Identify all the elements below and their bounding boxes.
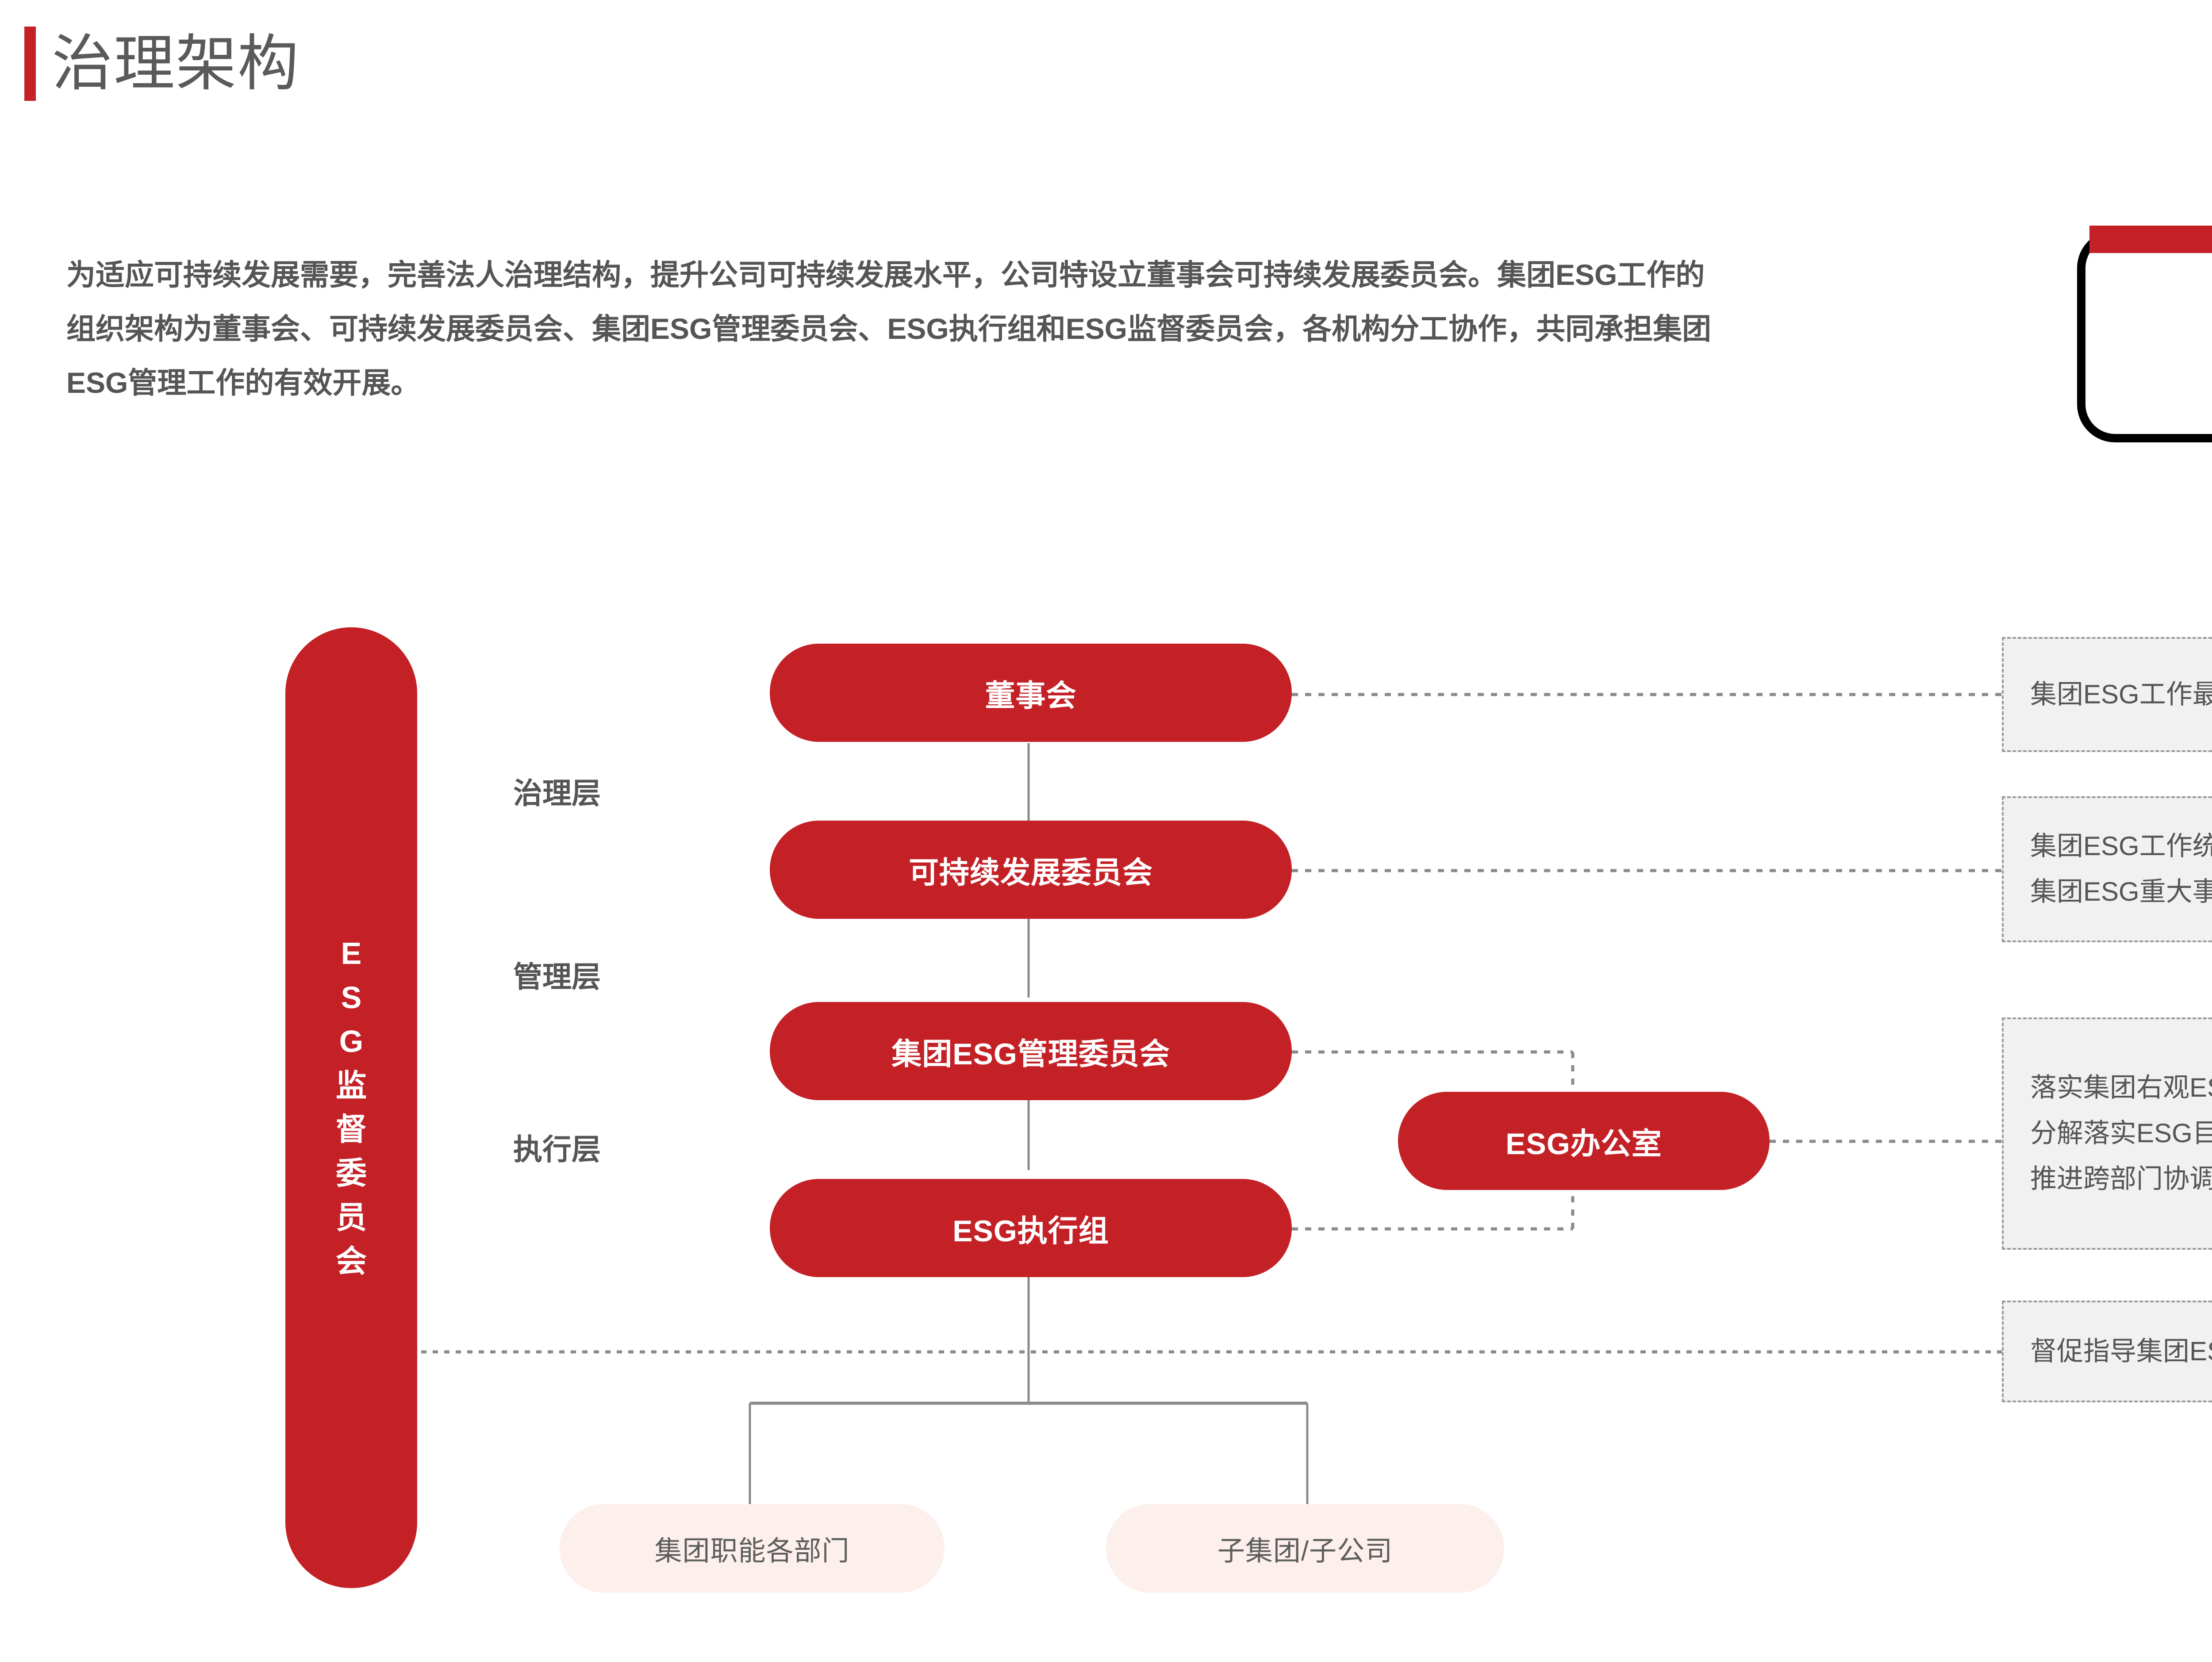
layer-label-management: 管理层 bbox=[513, 960, 601, 993]
layer-label-execution: 执行层 bbox=[513, 1133, 601, 1166]
node-group-functional-departments-label: 集团职能各部门 bbox=[654, 1536, 850, 1566]
page-title-block: 治理架构 bbox=[24, 27, 300, 101]
description-box-sustainability-committee: 集团ESG工作统筹规划 集团ESG重大事项的批准 bbox=[2002, 796, 2212, 942]
intro-paragraph: 为适应可持续发展需要，完善法人治理结构，提升公司可持续发展水平，公司特设立董事会… bbox=[66, 248, 1982, 410]
intro-line-2: 组织架构为董事会、可持续发展委员会、集团ESG管理委员会、ESG执行组和ESG监… bbox=[66, 312, 1712, 345]
description-box-board: 集团ESG工作最高决策机构 bbox=[2002, 637, 2212, 752]
description-line: 集团ESG工作统筹规划 bbox=[2030, 831, 2212, 861]
node-esg-office[interactable]: ESG办公室 bbox=[1398, 1092, 1770, 1190]
description-line: 督促指导集团ESG工作的开展 bbox=[2030, 1336, 2212, 1366]
description-line: 落实集团右观ESG决定 bbox=[2030, 1073, 2212, 1103]
document-callout-outline bbox=[2077, 230, 2212, 442]
description-line: 推进跨部门协调机制 bbox=[2030, 1163, 2212, 1194]
node-sustainability-committee[interactable]: 可持续发展委员会 bbox=[770, 821, 1292, 919]
node-esg-execution-team[interactable]: ESG执行组 bbox=[770, 1179, 1292, 1277]
description-line: 集团ESG工作最高决策机构 bbox=[2030, 679, 2212, 709]
esg-supervision-committee-label: ESG监督委员会 bbox=[336, 936, 367, 1279]
node-esg-execution-team-label: ESG执行组 bbox=[952, 1214, 1109, 1248]
esg-supervision-committee-bar[interactable]: ESG监督委员会 bbox=[285, 627, 417, 1588]
node-esg-management-committee[interactable]: 集团ESG管理委员会 bbox=[770, 1002, 1292, 1100]
document-callout-card[interactable]: 《董事会可持续发展委员会工作细则》 bbox=[2077, 226, 2212, 442]
document-callout-label: 《董事会可持续发展委员会工作细则》 bbox=[2077, 230, 2212, 442]
node-esg-office-label: ESG办公室 bbox=[1505, 1127, 1662, 1161]
description-box-supervision-committee: 督促指导集团ESG工作的开展 bbox=[2002, 1301, 2212, 1402]
title-accent-bar bbox=[24, 27, 36, 101]
description-line: 集团ESG重大事项的批准 bbox=[2030, 877, 2212, 906]
node-group-functional-departments[interactable]: 集团职能各部门 bbox=[560, 1504, 945, 1593]
page-title: 治理架构 bbox=[52, 30, 300, 98]
node-subsidiaries[interactable]: 子集团/子公司 bbox=[1106, 1504, 1504, 1593]
node-subsidiaries-label: 子集团/子公司 bbox=[1217, 1536, 1393, 1566]
intro-line-3: ESG管理工作的有效开展。 bbox=[66, 366, 420, 399]
node-board-label: 董事会 bbox=[985, 679, 1077, 713]
document-callout-accent-bar bbox=[2089, 226, 2212, 253]
node-esg-management-committee-label: 集团ESG管理委员会 bbox=[891, 1037, 1170, 1071]
description-box-esg-office: 落实集团右观ESG决定 分解落实ESG目标并督办达成 推进跨部门协调机制 bbox=[2002, 1017, 2212, 1250]
layer-label-governance: 治理层 bbox=[513, 777, 601, 810]
intro-line-1: 为适应可持续发展需要，完善法人治理结构，提升公司可持续发展水平，公司特设立董事会… bbox=[66, 258, 1705, 291]
description-line: 分解落实ESG目标并督办达成 bbox=[2030, 1118, 2212, 1148]
node-board[interactable]: 董事会 bbox=[770, 644, 1292, 742]
node-sustainability-committee-label: 可持续发展委员会 bbox=[908, 856, 1153, 890]
